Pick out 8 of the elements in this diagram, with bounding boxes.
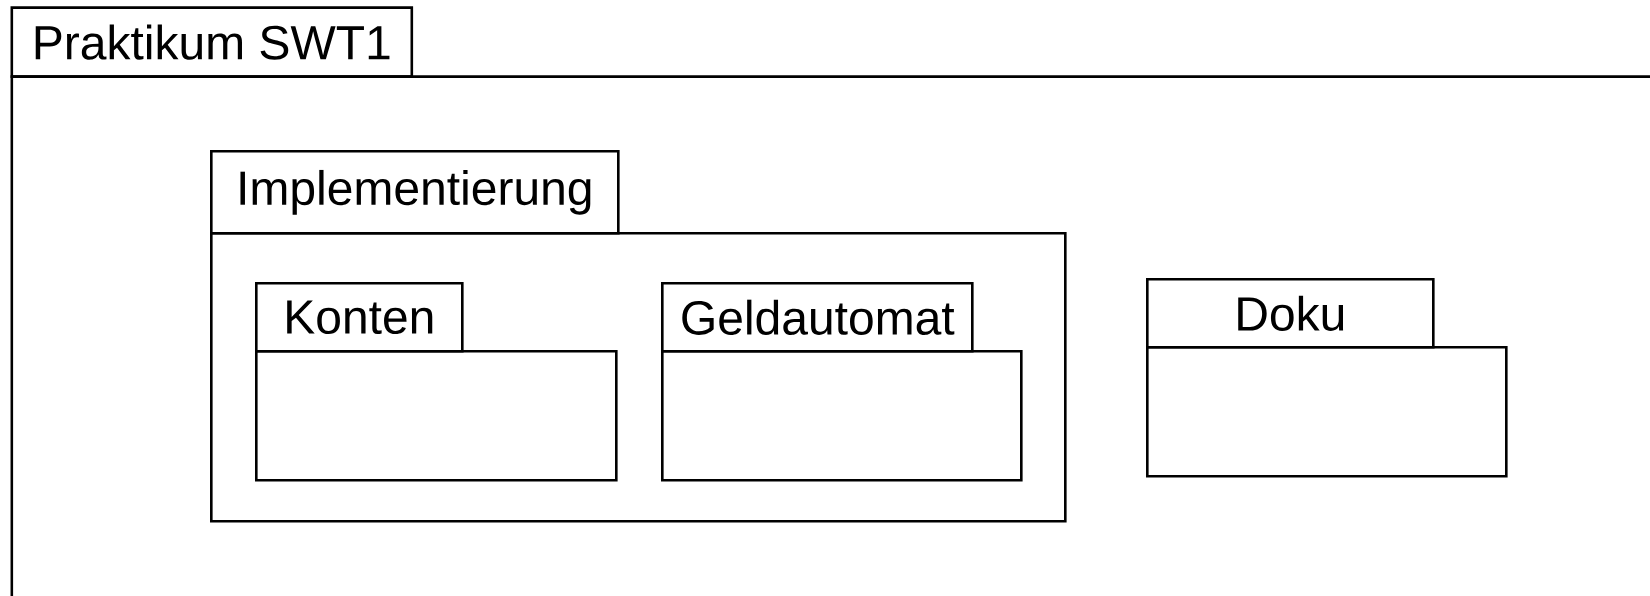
node-label: Konten bbox=[287, 300, 433, 335]
node-label: Praktikum SWT1 bbox=[35, 24, 390, 60]
package-box: Geldautomat bbox=[661, 282, 1023, 482]
node-label: Geldautomat bbox=[682, 299, 955, 335]
node-label: Doku bbox=[1238, 295, 1344, 331]
node-label: Implementierung bbox=[240, 169, 591, 215]
package-box: Doku bbox=[1146, 278, 1508, 478]
package-box: Konten bbox=[255, 282, 618, 482]
